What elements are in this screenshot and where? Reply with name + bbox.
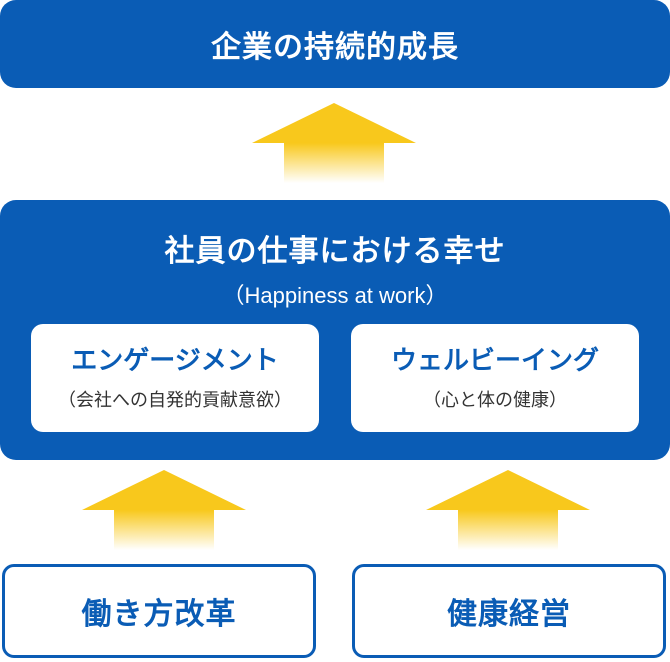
engagement-card: エンゲージメント （会社への自発的貢献意欲） [31,324,319,432]
health-management-label: 健康経営 [447,597,571,632]
work-style-reform-label: 働き方改革 [81,597,237,632]
engagement-title: エンゲージメント [71,346,279,376]
company-growth-label: 企業の持続的成長 [211,30,459,65]
health-management-box: 健康経営 [352,564,666,658]
arrow-up-icon [426,470,590,550]
happiness-subtitle: （Happiness at work） [222,283,448,308]
arrow-up-icon [82,470,246,550]
happiness-at-work-box: 社員の仕事における幸せ （Happiness at work） エンゲージメント… [0,200,670,460]
happiness-title: 社員の仕事における幸せ [164,234,506,269]
arrow-up-icon [252,103,416,183]
engagement-subtitle: （会社への自発的貢献意欲） [58,390,292,411]
wellbeing-subtitle: （心と体の健康） [423,390,567,411]
wellbeing-card: ウェルビーイング （心と体の健康） [351,324,639,432]
company-growth-box: 企業の持続的成長 [0,0,670,88]
work-style-reform-box: 働き方改革 [2,564,316,658]
wellbeing-title: ウェルビーイング [390,346,599,376]
